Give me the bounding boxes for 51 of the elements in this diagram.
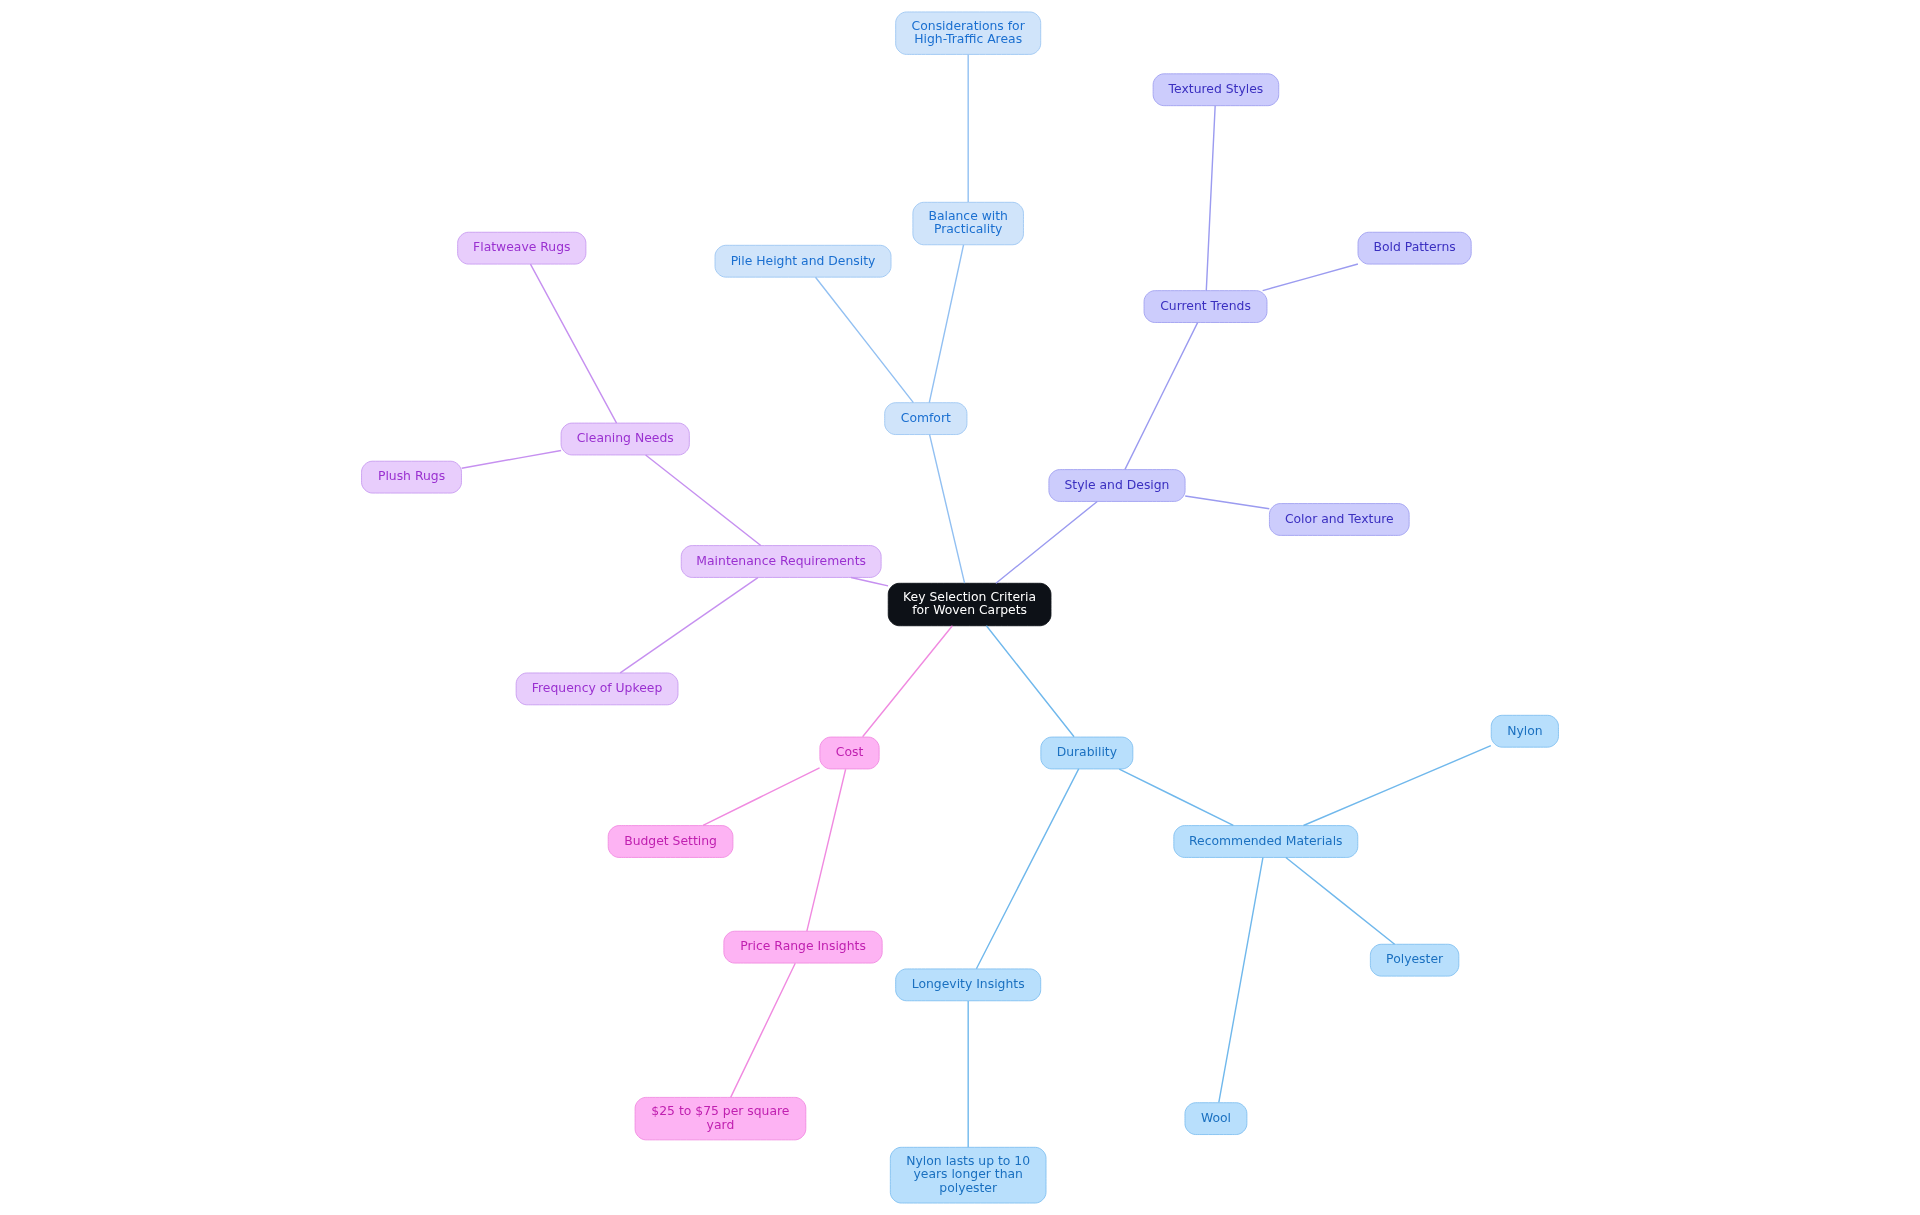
node-box: Price Range Insights bbox=[723, 930, 883, 964]
node-box: Color and Texture bbox=[1269, 503, 1410, 536]
connector bbox=[619, 576, 759, 674]
node-box: $25 to $75 per square yard bbox=[634, 1096, 807, 1141]
connector bbox=[1302, 745, 1492, 827]
node-box: Current Trends bbox=[1143, 290, 1268, 323]
node-box: Cost bbox=[819, 736, 880, 770]
connector bbox=[1218, 856, 1264, 1104]
connector bbox=[529, 263, 618, 424]
node-box: Textured Styles bbox=[1152, 73, 1280, 107]
connector bbox=[1184, 495, 1270, 510]
node-box: Durability bbox=[1040, 736, 1134, 770]
connector bbox=[806, 768, 847, 932]
connector bbox=[1261, 263, 1359, 292]
connector bbox=[644, 454, 762, 547]
node-box: Frequency of Upkeep bbox=[515, 672, 679, 706]
node-box: Nylon lasts up to 10 years longer than polyester bbox=[889, 1146, 1047, 1204]
node-box: Considerations for High-Traffic Areas bbox=[895, 11, 1042, 55]
connector bbox=[995, 500, 1098, 584]
connector bbox=[1124, 321, 1199, 471]
connector bbox=[967, 1000, 969, 1148]
node-box: Maintenance Requirements bbox=[680, 545, 882, 578]
node-box: Balance with Practicality bbox=[912, 201, 1024, 246]
connector bbox=[729, 962, 796, 1099]
connector bbox=[928, 244, 965, 404]
node-box: Wool bbox=[1184, 1102, 1248, 1135]
node-box: Polyester bbox=[1369, 943, 1460, 977]
connector bbox=[928, 433, 966, 584]
connector bbox=[814, 276, 915, 404]
node-box: Bold Patterns bbox=[1357, 231, 1472, 265]
node-box: Key Selection Criteria for Woven Carpets bbox=[887, 582, 1052, 627]
node-box: Plush Rugs bbox=[361, 460, 462, 494]
connector bbox=[967, 53, 969, 203]
connector bbox=[985, 625, 1075, 738]
connector bbox=[1285, 856, 1396, 945]
node-box: Budget Setting bbox=[607, 825, 734, 858]
node-box: Flatweave Rugs bbox=[457, 231, 587, 265]
connector bbox=[861, 625, 954, 738]
node-box: Longevity Insights bbox=[895, 968, 1042, 1002]
node-box: Cleaning Needs bbox=[560, 422, 690, 456]
connector bbox=[702, 767, 821, 827]
connector bbox=[460, 449, 562, 469]
node-box: Recommended Materials bbox=[1173, 825, 1359, 858]
connector bbox=[975, 768, 1080, 970]
node-box: Comfort bbox=[884, 402, 968, 435]
node-box: Pile Height and Density bbox=[714, 244, 892, 278]
node-box: Style and Design bbox=[1048, 469, 1186, 502]
connector bbox=[850, 576, 889, 587]
connector bbox=[1118, 768, 1235, 827]
node-box: Nylon bbox=[1490, 714, 1559, 748]
connector bbox=[1205, 105, 1216, 292]
